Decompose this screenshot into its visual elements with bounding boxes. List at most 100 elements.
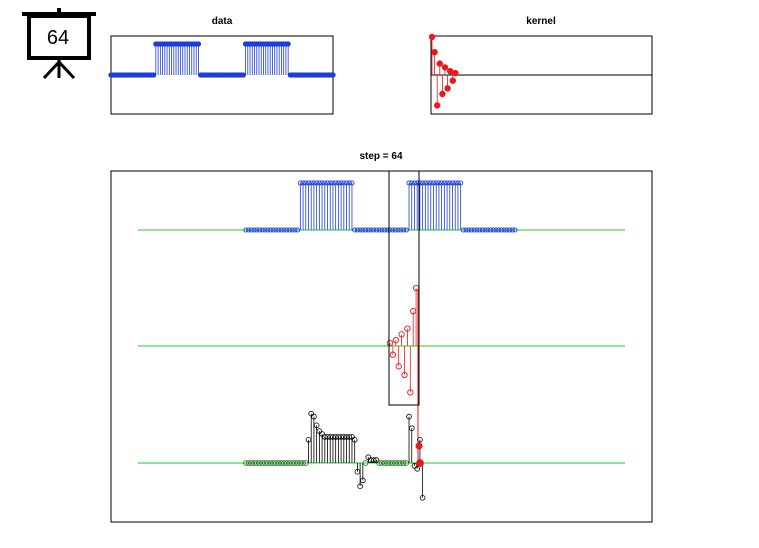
main-data-point-marker — [498, 227, 504, 233]
result-marker — [292, 460, 298, 466]
main-data-point-marker — [368, 227, 374, 233]
main-data-point-marker — [422, 180, 428, 186]
kernel-marker — [449, 77, 456, 84]
result-marker — [289, 460, 295, 466]
data-panel-title: data — [212, 16, 233, 27]
main-data-point-marker — [496, 227, 502, 233]
main-kernel-marker — [398, 331, 405, 338]
result-marker — [259, 460, 266, 466]
main-data-point-marker — [303, 180, 309, 186]
main-data-point-marker — [248, 227, 254, 233]
result-marker — [398, 460, 404, 466]
main-data-point-marker — [267, 227, 274, 233]
result-marker — [251, 460, 257, 466]
main-data-point-marker — [449, 180, 456, 186]
main-data-point-marker — [441, 180, 447, 186]
main-data-point-marker — [363, 227, 369, 233]
main-data-point-marker — [254, 227, 260, 233]
result-marker — [281, 460, 287, 466]
main-data-point-marker — [444, 180, 450, 186]
main-data-point-marker — [330, 180, 336, 186]
main-data-point-marker — [365, 227, 371, 233]
main-data-point-marker — [479, 227, 485, 233]
result-marker — [254, 460, 260, 466]
main-data-point-marker — [425, 180, 431, 186]
main-baselines — [138, 229, 625, 464]
main-data-point-marker — [289, 227, 295, 233]
main-data-point-marker — [265, 227, 271, 233]
kernel-stem-plot — [428, 33, 652, 109]
main-data-point-marker — [246, 227, 252, 233]
main-data-point-marker — [259, 227, 265, 233]
main-kernel-marker — [404, 325, 411, 332]
result-marker — [384, 460, 391, 466]
main-data-point-marker — [308, 180, 314, 186]
main-data-point-marker — [327, 180, 333, 186]
result-marker — [392, 460, 399, 466]
main-data-point-marker — [276, 227, 282, 233]
result-marker — [248, 460, 255, 466]
result-marker — [414, 465, 420, 472]
main-data-point-marker — [297, 180, 303, 186]
kernel-window-frame — [388, 170, 420, 406]
main-data-point-marker — [278, 227, 284, 233]
main-data-point-marker — [354, 227, 360, 233]
main-data-point-marker — [281, 227, 287, 233]
presentation-board-icon — [22, 8, 96, 80]
main-data-point-marker — [466, 227, 472, 233]
main-data-point-marker — [273, 227, 279, 233]
main-kernel-marker — [407, 389, 414, 396]
result-marker — [267, 460, 274, 466]
main-data-point-marker — [406, 180, 412, 186]
main-panel-title: step = 64 — [359, 151, 403, 162]
main-data-point-marker — [392, 227, 398, 233]
main-data-point-marker — [357, 227, 363, 233]
main-data-point-marker — [398, 227, 404, 233]
result-marker — [400, 460, 407, 466]
main-data-point-marker — [333, 180, 339, 186]
main-data-point-marker — [311, 180, 317, 186]
main-kernel-marker — [401, 371, 408, 379]
kernel-marker — [447, 67, 454, 75]
main-data-point-marker — [428, 180, 434, 186]
kernel-marker — [441, 64, 449, 71]
result-marker — [379, 460, 385, 466]
kernel-marker — [431, 49, 438, 56]
main-data-point-marker — [433, 180, 439, 186]
main-data-point-marker — [447, 180, 453, 186]
main-data-point-marker — [341, 180, 347, 186]
result-marker — [395, 460, 401, 466]
main-data-point-marker — [376, 227, 382, 233]
kernel-marker — [444, 85, 451, 92]
kernel-marker — [428, 33, 436, 41]
main-kernel-marker — [386, 339, 394, 347]
main-data-point-marker — [270, 227, 276, 233]
main-kernel-stem-plot — [386, 284, 420, 463]
main-data-point-marker — [468, 227, 475, 233]
result-marker — [351, 436, 358, 443]
data-point-marker — [150, 72, 157, 78]
main-data-point-marker — [387, 227, 393, 233]
result-marker — [264, 460, 271, 466]
main-data-point-marker — [300, 180, 306, 186]
data-stem-plot — [108, 41, 336, 78]
main-data-point-marker — [403, 227, 409, 233]
result-marker — [376, 460, 382, 466]
main-data-point-marker — [417, 180, 423, 186]
main-data-point-marker — [251, 227, 257, 233]
main-data-point-marker — [338, 180, 344, 186]
main-data-point-marker — [284, 227, 290, 233]
main-data-point-marker — [512, 227, 518, 233]
main-data-point-marker — [390, 227, 396, 233]
main-data-point-marker — [504, 227, 510, 233]
main-data-point-marker — [485, 227, 491, 233]
main-data-point-marker — [346, 180, 352, 186]
main-data-point-marker — [430, 180, 437, 186]
main-data-point-marker — [324, 180, 331, 186]
main-data-point-marker — [482, 227, 488, 233]
main-data-point-marker — [379, 227, 385, 233]
result-marker — [270, 460, 276, 466]
main-data-point-marker — [460, 227, 466, 233]
result-current-baseline-marker — [416, 459, 424, 467]
